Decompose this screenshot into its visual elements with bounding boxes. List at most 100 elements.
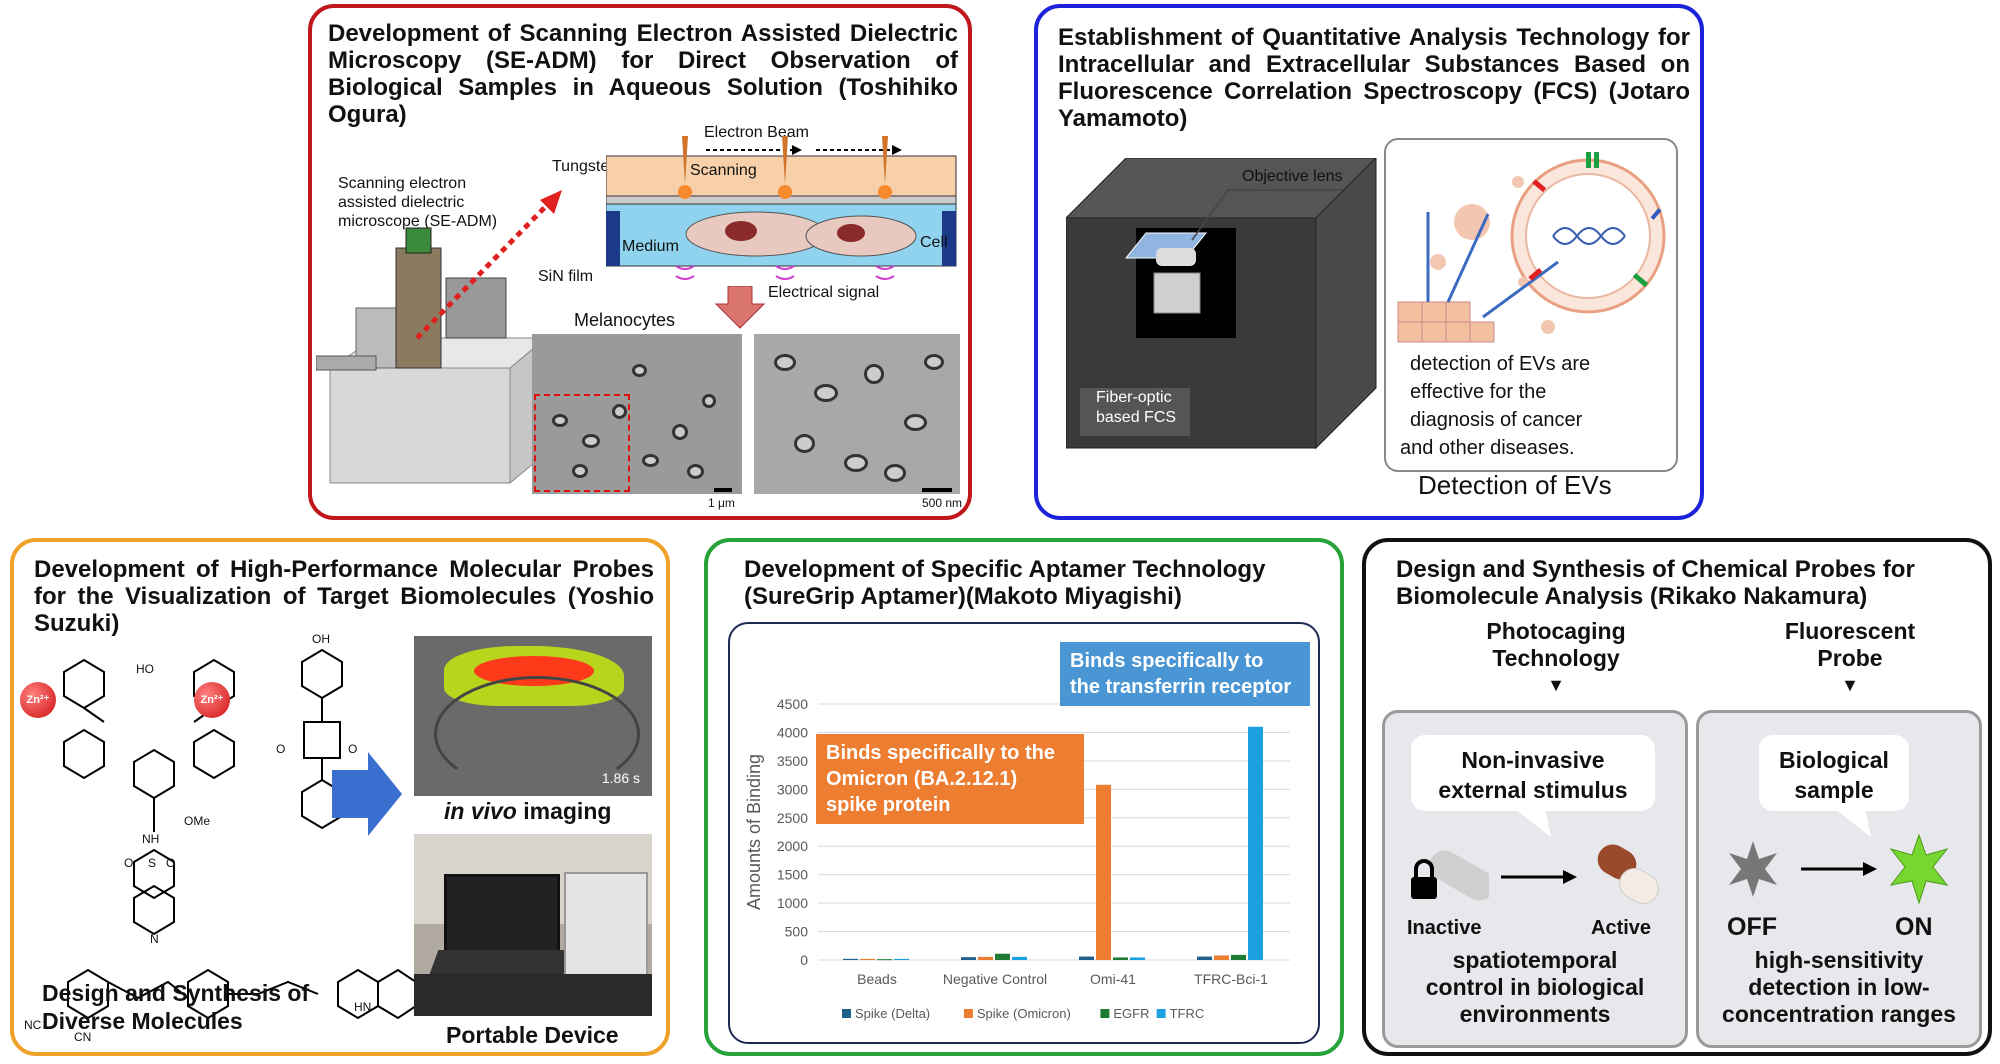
cell-label: Cell (920, 234, 948, 251)
bar (1197, 956, 1212, 960)
on-label: ON (1895, 913, 1933, 941)
fluorescent-caption-line1: high-sensitivity (1754, 947, 1924, 973)
in-vivo-italic: in vivo (444, 798, 517, 824)
legend-entry: TFRC (1170, 1006, 1205, 1021)
bar (1231, 954, 1246, 960)
photocaging-caption-line2: control in biological (1425, 974, 1645, 1000)
fcs-device (1066, 158, 1377, 450)
stimulus-bubble-line2: external stimulus (1438, 777, 1628, 803)
atom-nh: NH (142, 832, 160, 846)
photocaging-caption: spatiotemporal control in biological env… (1385, 947, 1685, 1028)
callout-omicron-line1: Binds specifically to the (826, 742, 1055, 764)
evs-caption: Detection of EVs (1418, 470, 1612, 500)
atom-s: S (148, 856, 157, 870)
evs-text-line4: and other diseases. (1400, 437, 1575, 459)
fluorescent-caption-line3: concentration ranges (1722, 1001, 1956, 1027)
bar (1096, 784, 1111, 960)
stimulus-bubble-line1: Non-invasive (1461, 747, 1605, 773)
callout-omicron-line2: Omicron (BA.2.12.1) (826, 768, 1018, 790)
star-on-icon (1889, 833, 1949, 905)
panel-chemical-probes-title-line1: Design and Synthesis of Chemical Probes … (1396, 556, 1915, 583)
y-tick-label: 1500 (777, 867, 808, 883)
atom-oh-top: HO (136, 662, 154, 676)
sin-film-label: SiN film (538, 268, 594, 285)
timestamp: 1.86 s (601, 770, 640, 786)
photocaging-down-triangle: ▼ (1547, 675, 1565, 695)
electrical-signal-label: Electrical signal (768, 284, 880, 301)
objective-lens-label: Objective lens (1242, 168, 1343, 185)
panel-aptamer-title-line1: Development of Specific Aptamer Technolo… (744, 556, 1266, 583)
panel-molecular-probes: Development of High-Performance Molecula… (10, 538, 670, 1056)
legend-swatch (1156, 1009, 1166, 1018)
panel-chemical-probes-title-line2: Biomolecule Analysis (Rikako Nakamura) (1396, 583, 1868, 610)
microscope-label: Scanning electron assisted dielectric mi… (338, 175, 498, 230)
panel-fcs: Establishment of Quantitative Analysis T… (1034, 4, 1704, 520)
evs-text-line3: diagnosis of cancer (1410, 409, 1583, 431)
in-vivo-image: 1.86 s (414, 636, 652, 796)
callout-transferrin: Binds specifically to the transferrin re… (1060, 642, 1310, 706)
capsule-active (1597, 844, 1659, 904)
stimulus-bubble: Non-invasive external stimulus (1411, 735, 1655, 811)
fluorescence-arrow (1801, 862, 1877, 876)
evs-text: detection of EVs are effective for the d… (1400, 350, 1670, 462)
panel-fcs-title: Establishment of Quantitative Analysis T… (1058, 24, 1690, 132)
objective-leader (1191, 189, 1343, 241)
zn-badge-2: Zn²⁺ (194, 682, 230, 718)
bar (961, 957, 976, 960)
scale-bar-1 (714, 488, 732, 492)
panel-aptamer-title: Development of Specific Aptamer Technolo… (744, 556, 1334, 610)
y-tick-label: 3000 (777, 781, 808, 797)
fcs-label-line1: Fiber-optic (1096, 389, 1172, 406)
legend-entry: Spike (Omicron) (977, 1006, 1071, 1021)
atom-nc: NC (24, 1018, 42, 1032)
bar (1113, 957, 1128, 960)
scale-label-1: 1 μm (708, 496, 735, 510)
bar (1248, 726, 1263, 960)
active-label: Active (1591, 917, 1652, 939)
callout-transferrin-line2: the transferrin receptor (1070, 676, 1292, 698)
panel-aptamer: Development of Specific Aptamer Technolo… (704, 538, 1344, 1056)
photocaging-heading-line2: Technology (1492, 645, 1620, 671)
portable-caption: Portable Device (446, 1022, 619, 1048)
panel-chemical-probes-title: Design and Synthesis of Chemical Probes … (1396, 556, 1986, 610)
down-arrow (714, 286, 766, 329)
legend-swatch (842, 1009, 851, 1018)
bar (1079, 956, 1094, 960)
evs-illustration (1397, 152, 1666, 343)
activation-arrow (1501, 870, 1577, 884)
scale-label-2: 500 nm (922, 496, 963, 510)
molecules-caption-line2: Diverse Molecules (42, 1008, 243, 1034)
y-tick-label: 2500 (777, 810, 808, 826)
atom-ome: OMe (184, 814, 211, 828)
y-tick-label: 500 (785, 924, 809, 940)
atom-hn: HN (354, 1000, 372, 1014)
atom-n-dimethyl: N (150, 932, 159, 946)
y-tick-label: 4500 (777, 696, 808, 712)
panel-se-adm: Development of Scanning Electron Assiste… (308, 4, 972, 520)
melanocytes-label: Melanocytes (574, 310, 676, 330)
right-arrow (332, 752, 402, 836)
panel-molecular-probes-title: Development of High-Performance Molecula… (34, 556, 654, 637)
zn-badge-1: Zn²⁺ (20, 682, 56, 718)
scale-bar-2 (922, 488, 952, 492)
photocaging-box: Non-invasive external stimulus Inactive … (1382, 710, 1688, 1048)
atom-o-sulfonyl-2: O (166, 856, 176, 870)
bar (978, 956, 993, 960)
in-vivo-rest: imaging (516, 798, 612, 824)
fluorescent-caption-line2: detection in low- (1748, 974, 1930, 1000)
bar (1012, 956, 1027, 960)
panel-chemical-probes: Design and Synthesis of Chemical Probes … (1362, 538, 1992, 1056)
x-tick-label: Omi-41 (1090, 971, 1136, 987)
legend-entry: EGFR (1113, 1006, 1149, 1021)
photocaging-caption-line1: spatiotemporal (1452, 947, 1618, 973)
y-axis-label: Amounts of Binding (744, 754, 764, 910)
y-tick-label: 3500 (777, 753, 808, 769)
sample-bubble-line2: sample (1794, 777, 1874, 803)
y-tick-label: 4000 (777, 724, 808, 740)
photocaging-heading-line1: Photocaging (1486, 618, 1626, 644)
evs-text-line2: effective for the (1410, 381, 1547, 403)
fluorescent-down-triangle: ▼ (1841, 675, 1859, 695)
bar (995, 953, 1010, 960)
atom-oh-phenol: OH (312, 632, 330, 646)
zn-badge-1-label: Zn²⁺ (26, 694, 50, 706)
